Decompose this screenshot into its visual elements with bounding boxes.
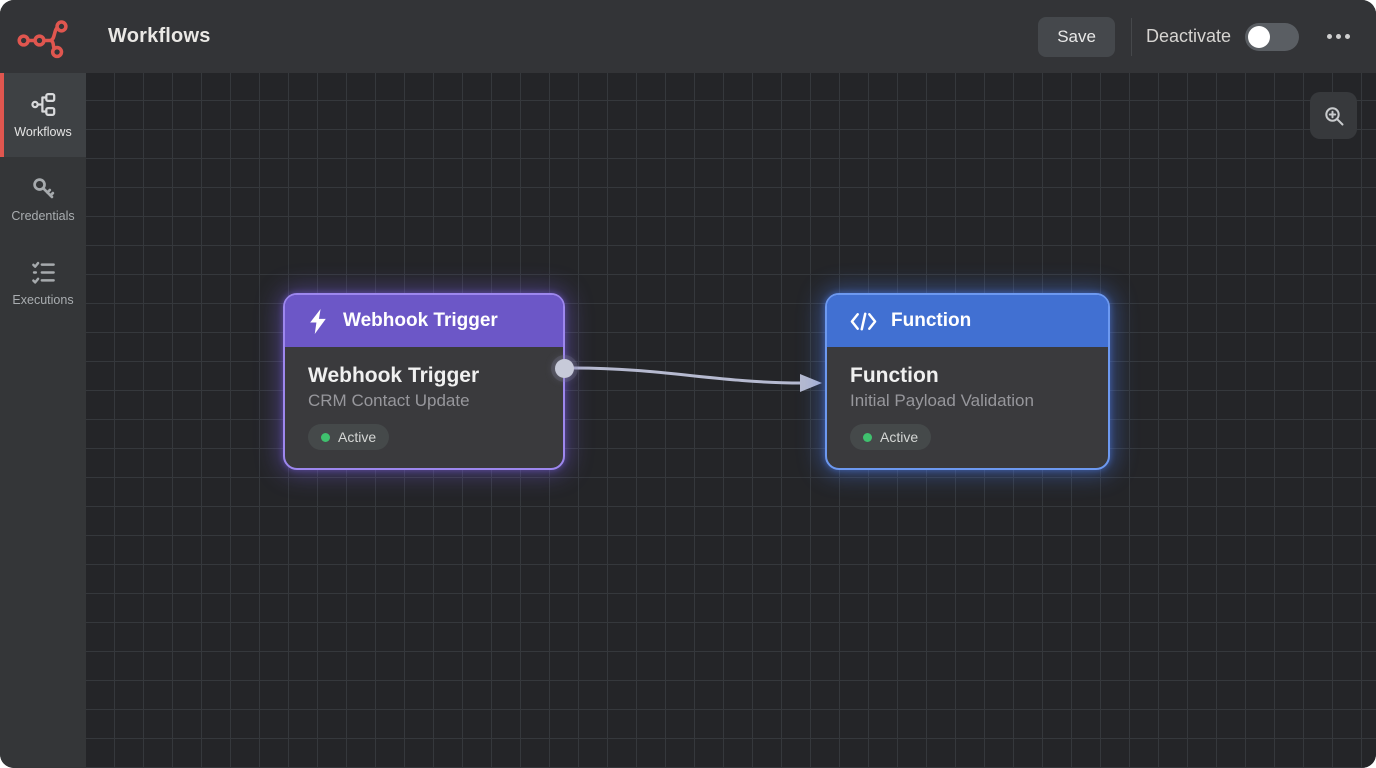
- node-body: Webhook Trigger CRM Contact Update Activ…: [285, 347, 563, 450]
- sidebar-item-label: Credentials: [11, 209, 75, 223]
- node-type-label: Function: [891, 310, 972, 331]
- node-title: Function: [850, 364, 939, 387]
- status-badge: Active: [308, 424, 390, 450]
- node-subtitle: CRM Contact Update: [308, 391, 470, 410]
- app-logo: [0, 15, 86, 59]
- sidebar-item-label: Workflows: [14, 125, 72, 139]
- ellipsis-icon: [1345, 34, 1350, 39]
- deactivate-label: Deactivate: [1145, 26, 1231, 46]
- key-icon: [32, 178, 54, 199]
- node-title: Webhook Trigger: [308, 364, 480, 387]
- node-webhook-trigger[interactable]: Webhook Trigger Webhook Trigger CRM Cont…: [283, 293, 574, 470]
- node-body: Function Initial Payload Validation Acti…: [827, 347, 1108, 450]
- node-header: Function: [827, 295, 1108, 347]
- code-icon: [850, 312, 877, 330]
- sidebar-item-credentials[interactable]: Credentials: [0, 157, 86, 241]
- ellipsis-icon: [1327, 34, 1332, 39]
- node-header: Webhook Trigger: [285, 295, 563, 347]
- node-type-label: Webhook Trigger: [343, 310, 498, 331]
- n8n-logo-icon: [17, 19, 68, 58]
- workflow-canvas[interactable]: Webhook Trigger Webhook Trigger CRM Cont…: [86, 73, 1376, 768]
- output-port[interactable]: [555, 359, 574, 378]
- topbar: Workflows Save Deactivate: [0, 0, 1376, 73]
- list-check-icon: [31, 261, 55, 284]
- sidebar-item-executions[interactable]: Executions: [0, 241, 86, 325]
- status-text: Active: [880, 429, 919, 445]
- node-subtitle: Initial Payload Validation: [850, 391, 1034, 410]
- status-text: Active: [338, 429, 377, 445]
- lightning-icon: [310, 308, 326, 334]
- status-dot: [863, 432, 872, 442]
- toggle-knob: [1248, 25, 1270, 48]
- workflow-icon: [30, 93, 55, 116]
- ellipsis-icon: [1336, 34, 1341, 39]
- activation-toggle[interactable]: [1245, 22, 1299, 51]
- connection-edge[interactable]: [572, 366, 822, 392]
- sidebar-item-label: Executions: [12, 293, 74, 307]
- node-function[interactable]: Function Function Initial Payload Valida…: [825, 293, 1110, 470]
- sidebar: Workflows Credentials Executions: [0, 73, 86, 768]
- status-badge: Active: [850, 424, 932, 450]
- save-button[interactable]: Save: [1038, 16, 1115, 57]
- edges-layer: [572, 366, 822, 392]
- topbar-actions: Save Deactivate: [1038, 16, 1376, 57]
- divider: [1130, 17, 1132, 56]
- zoom-in-button[interactable]: [1310, 92, 1357, 139]
- status-dot: [321, 432, 330, 442]
- zoom-in-icon: [1324, 106, 1343, 125]
- page-title: Workflows: [108, 25, 211, 47]
- more-options-button[interactable]: [1323, 26, 1354, 47]
- active-indicator: [0, 73, 4, 157]
- sidebar-item-workflows[interactable]: Workflows: [0, 73, 86, 157]
